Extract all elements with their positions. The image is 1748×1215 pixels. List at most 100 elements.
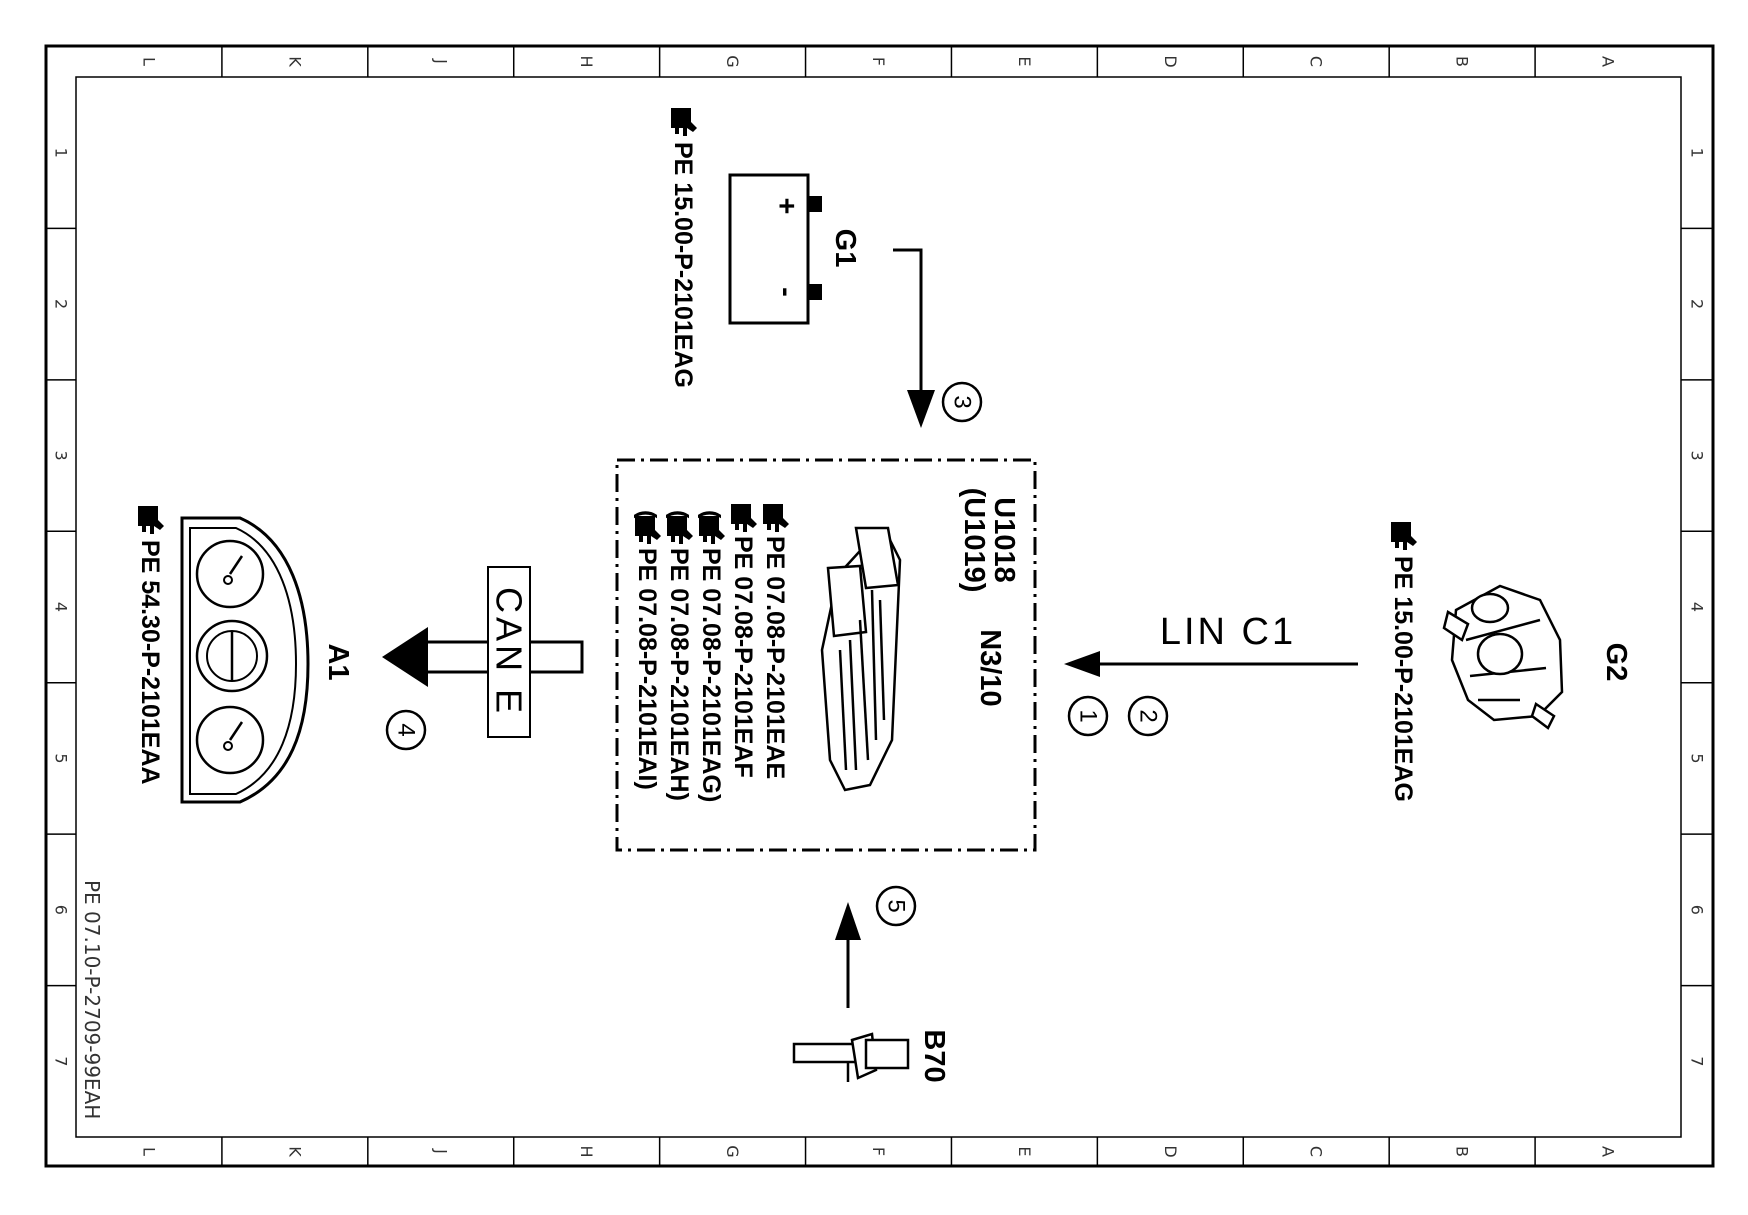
callout-3: 3 <box>941 381 983 423</box>
can-e-label-box <box>487 566 531 738</box>
bracket-open: ( <box>697 510 725 519</box>
g2-ref-text: PE 15.00-P-2101EAG <box>1389 556 1417 802</box>
grid-row-label: 7 <box>1688 1056 1707 1066</box>
grid-col-label: J <box>431 58 450 64</box>
grid-col-label: D <box>1161 1145 1180 1157</box>
callout-5: 5 <box>875 885 917 927</box>
alternator-icon <box>1442 584 1564 730</box>
svg-text:1: 1 <box>1075 709 1102 722</box>
grid-row-label: 3 <box>52 450 71 460</box>
grid-col-label: E <box>1015 56 1034 66</box>
pointing-hand-icon <box>635 516 661 544</box>
grid-row-label: 1 <box>52 148 71 158</box>
grid-row-label: 6 <box>1688 905 1707 915</box>
sensor-b70: B70 <box>792 902 950 1083</box>
connection-can-e: CAN E <box>382 566 584 738</box>
grid-row-label: 3 <box>1688 450 1707 460</box>
n3-10-ref-text: PE 07.08-P-2101EAF <box>729 536 757 778</box>
grid-col-label: J <box>431 1148 450 1154</box>
n3-10-ref-item: ( PE 07.08-P-2101EAI) <box>633 510 661 790</box>
connection-g1-n3-10 <box>893 248 935 428</box>
a1-reference: PE 54.30-P-2101EAA <box>136 506 164 785</box>
grid-row-label: 2 <box>1688 299 1707 309</box>
bracket-open: ( <box>633 510 661 519</box>
battery-g1: + - G1 PE 15.00-P-2101EAG <box>669 108 861 388</box>
grid-row-label: 2 <box>52 299 71 309</box>
alternator-g2: G2 PE 15.00-P-2101EAG <box>1389 522 1632 802</box>
grid-col-label: G <box>723 1145 742 1157</box>
grid-col-label: E <box>1015 1146 1034 1156</box>
grid-row-label: 5 <box>52 753 71 763</box>
dashed-boundary <box>615 458 1037 852</box>
grid-col-label: G <box>723 55 742 67</box>
grid-col-label: F <box>869 1147 888 1156</box>
svg-text:5: 5 <box>883 899 910 912</box>
instrument-cluster-a1: A1 PE 54.30-P-2101EAA <box>136 506 354 804</box>
grid-col-label: H <box>577 1145 596 1157</box>
g1-ref-text: PE 15.00-P-2101EAG <box>669 142 697 388</box>
pointing-hand-icon <box>763 504 789 532</box>
grid-col-label: H <box>577 55 596 67</box>
n3-10-ref-item: ( PE 07.08-P-2101EAG) <box>697 510 725 802</box>
grid-row-label: 4 <box>1688 602 1707 612</box>
n3-10-ref-text: PE 07.08-P-2101EAG) <box>697 548 725 802</box>
callout-4: 4 <box>385 709 427 751</box>
grid-col-label: K <box>285 1146 304 1157</box>
grid-row-label: 5 <box>1688 753 1707 763</box>
battery-icon <box>728 173 810 325</box>
callout-1: 1 <box>1067 695 1109 737</box>
document-id: PE 07.10-P-2709-99EAH <box>80 880 104 1119</box>
n3-10-ref-text: PE 07.08-P-2101EAE <box>761 536 789 779</box>
inner-frame <box>75 76 1682 1138</box>
grid-col-label: F <box>869 57 888 66</box>
grid-col-label: B <box>1453 1146 1472 1157</box>
n3-10-label: N3/10 <box>974 629 1006 706</box>
u1018-code: U1018 <box>988 497 1020 582</box>
can-e-label: CAN E <box>489 587 530 717</box>
g2-label: G2 <box>1600 643 1632 682</box>
battery-plus-sign: + <box>770 198 802 215</box>
grid-col-label: L <box>139 1147 158 1156</box>
grid-row-label: 4 <box>52 602 71 612</box>
pointing-hand-icon <box>138 506 164 534</box>
g2-reference: PE 15.00-P-2101EAG <box>1389 522 1417 802</box>
g1-label: G1 <box>829 229 861 268</box>
grid-col-label: L <box>139 57 158 66</box>
grid-col-label: K <box>285 56 304 67</box>
outer-frame <box>44 44 1715 1168</box>
ecu-icon <box>820 526 902 792</box>
grid-col-label: C <box>1307 56 1326 67</box>
a1-ref-text: PE 54.30-P-2101EAA <box>136 540 164 785</box>
grid-col-label: A <box>1599 1146 1618 1157</box>
grid-row-label: 1 <box>1688 148 1707 158</box>
svg-text:4: 4 <box>393 723 420 736</box>
grid-row-label: 7 <box>52 1056 71 1066</box>
control-unit-n3-10: U1018 (U1019) N3/10 PE 07.08-P-2101EAEPE… <box>615 458 1037 852</box>
sensor-icon <box>792 1032 910 1082</box>
arrowhead-icon <box>382 627 428 687</box>
battery-minus-sign: - <box>770 287 802 297</box>
n3-10-ref-item: PE 07.08-P-2101EAF <box>729 504 757 778</box>
connection-lin-c1: LIN C1 <box>1064 611 1358 677</box>
grid-col-label: B <box>1453 56 1472 67</box>
grid-col-label: A <box>1599 56 1618 67</box>
pointing-hand-icon <box>667 516 693 544</box>
a1-label: A1 <box>322 643 354 680</box>
b70-label: B70 <box>918 1029 950 1082</box>
svg-text:3: 3 <box>949 395 976 408</box>
lin-c1-label: LIN C1 <box>1160 611 1296 653</box>
arrowhead-icon <box>1064 651 1100 677</box>
n3-10-ref-text: PE 07.08-P-2101EAH) <box>665 548 693 801</box>
arrowhead-icon <box>835 902 861 940</box>
arrowhead-icon <box>907 390 935 428</box>
n3-10-ref-text: PE 07.08-P-2101EAI) <box>633 548 661 790</box>
bracket-open: ( <box>665 510 693 519</box>
callout-2: 2 <box>1127 695 1169 737</box>
n3-10-ref-item: PE 07.08-P-2101EAE <box>761 504 789 779</box>
pointing-hand-icon <box>699 516 725 544</box>
grid-row-label: 6 <box>52 905 71 915</box>
grid-col-label: C <box>1307 1146 1326 1157</box>
